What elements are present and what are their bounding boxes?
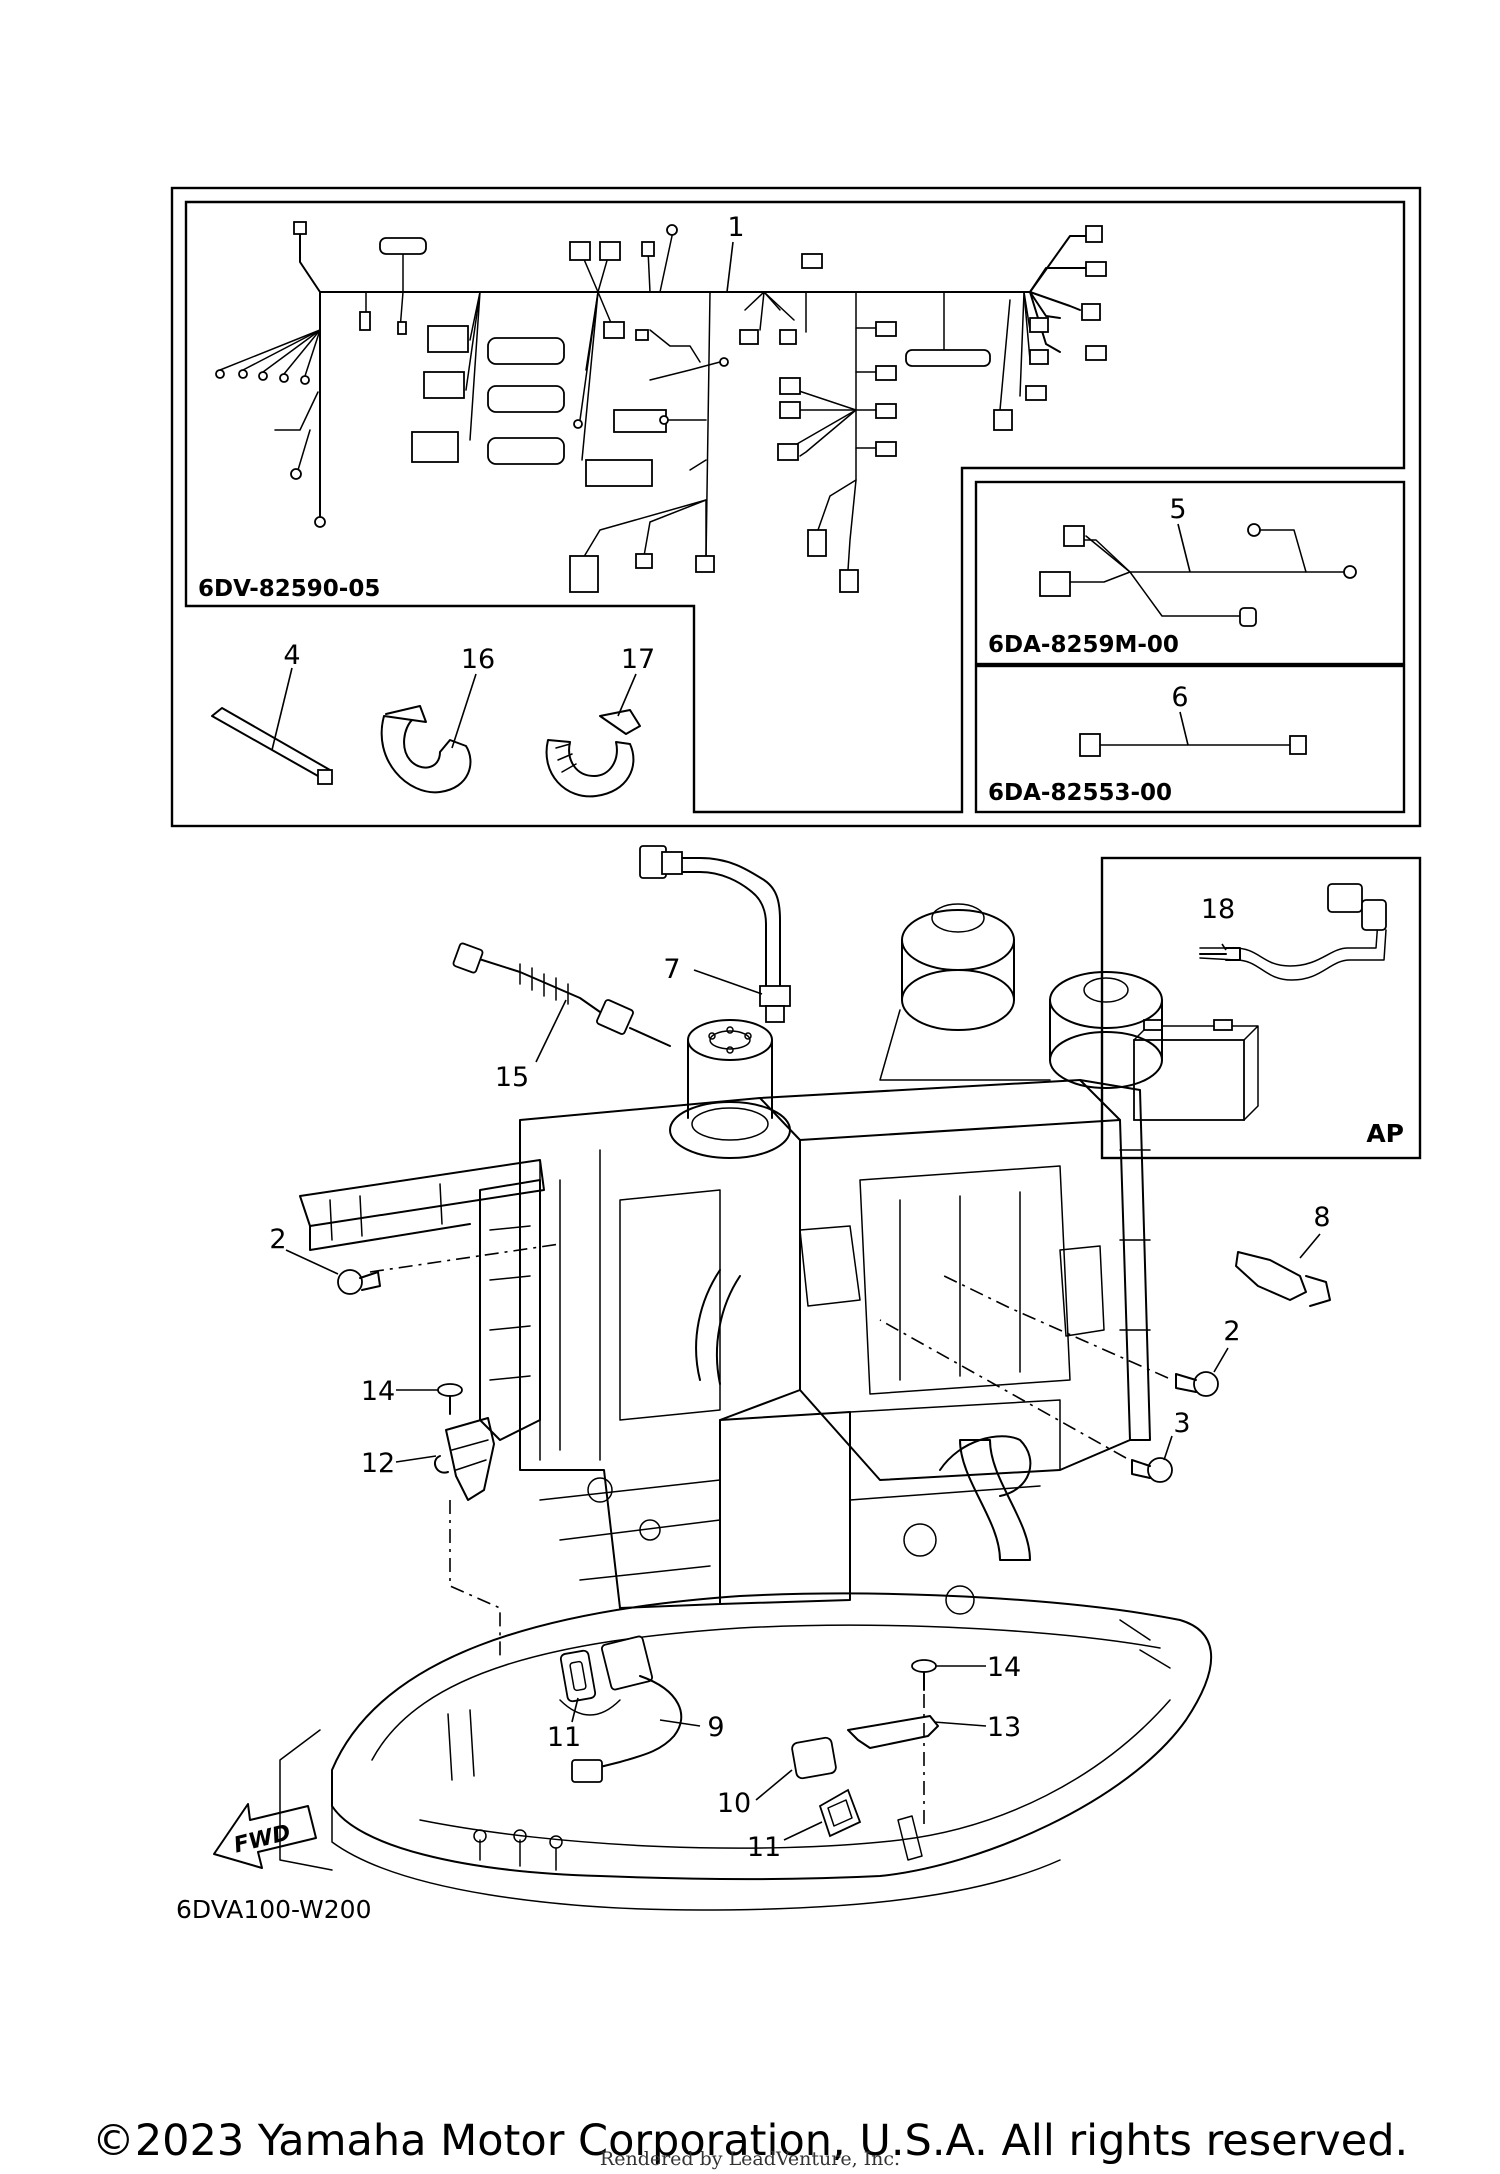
callout-7: 7 xyxy=(663,954,680,985)
callout-5: 5 xyxy=(1169,494,1186,525)
callout-8: 8 xyxy=(1313,1202,1330,1233)
callout-6: 6 xyxy=(1171,682,1188,713)
bolt-item-3 xyxy=(1131,1457,1173,1483)
callout-leaders xyxy=(271,241,1321,1841)
illustration-code: 6DVA100-W200 xyxy=(176,1895,371,1924)
holder-item-17 xyxy=(545,709,641,798)
callout-2-left: 2 xyxy=(269,1224,286,1255)
switch-item-10 xyxy=(791,1736,837,1780)
callout-14-left: 14 xyxy=(361,1376,395,1407)
cable-tie-item-4 xyxy=(211,707,333,785)
callout-numbers: 1 2 2 3 4 5 6 7 8 9 10 11 11 12 13 14 14… xyxy=(269,212,1330,1863)
callout-17: 17 xyxy=(621,644,655,675)
lead-item-6 xyxy=(1079,733,1307,757)
ap-label: AP xyxy=(1366,1119,1404,1148)
seal-item-11-top xyxy=(559,1649,597,1703)
callout-9: 9 xyxy=(707,1712,724,1743)
harness-connectors xyxy=(215,221,1107,593)
callout-12: 12 xyxy=(361,1448,395,1479)
callout-10: 10 xyxy=(717,1788,751,1819)
ap-inset xyxy=(1100,856,1422,1160)
callout-13: 13 xyxy=(987,1712,1021,1743)
engine-assembly xyxy=(279,903,1213,1911)
bolt-item-2-right xyxy=(1175,1371,1219,1397)
callout-11-top: 11 xyxy=(547,1722,581,1753)
callout-11-bottom: 11 xyxy=(747,1832,781,1863)
callout-2-right: 2 xyxy=(1223,1316,1240,1347)
clamp-item-12 xyxy=(433,1417,495,1501)
callout-3: 3 xyxy=(1173,1408,1190,1439)
switch-item-9 xyxy=(571,1635,683,1783)
callout-15: 15 xyxy=(495,1062,529,1093)
holder-item-16 xyxy=(380,705,472,794)
screw-item-14-right xyxy=(911,1659,937,1691)
screw-item-14-left xyxy=(437,1383,463,1415)
callout-16: 16 xyxy=(461,644,495,675)
harness-part-code: 6DV-82590-05 xyxy=(198,576,380,602)
lead-part-code: 6DA-82553-00 xyxy=(988,780,1172,806)
bolt-item-2-left xyxy=(337,1269,381,1295)
harness-kit-frame xyxy=(170,186,1422,828)
fwd-arrow-icon: FWD xyxy=(213,1803,317,1869)
sensor-item-8 xyxy=(1235,1251,1331,1307)
sub-harness-item-5 xyxy=(1039,523,1357,627)
bracket-item-13 xyxy=(847,1715,939,1749)
routing-lines xyxy=(369,1243,1169,1830)
rendered-by-credit: Rendered by LeadVenture, Inc. xyxy=(599,2148,901,2170)
callout-14-right: 14 xyxy=(987,1652,1021,1683)
copyright-notice: ©2023 Yamaha Motor Corporation, U.S.A. A… xyxy=(91,2116,1409,2166)
sensor-item-7 xyxy=(639,845,791,1023)
callout-18: 18 xyxy=(1201,894,1235,925)
callout-1: 1 xyxy=(727,212,744,243)
sub-harness-part-code: 6DA-8259M-00 xyxy=(988,632,1179,658)
sensor-item-15 xyxy=(452,942,671,1047)
main-wire-harness xyxy=(219,229,1091,571)
fwd-label: FWD xyxy=(231,1820,293,1858)
seal-item-11-bottom xyxy=(818,1788,862,1838)
callout-4: 4 xyxy=(283,640,300,671)
